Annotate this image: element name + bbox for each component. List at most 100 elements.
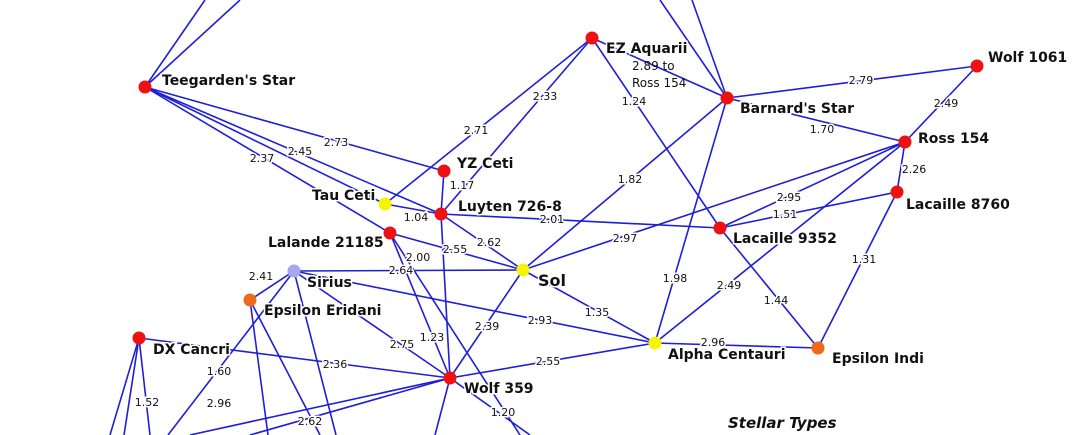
offscreen-link-distance-label: 1.60 [207, 365, 232, 378]
partial-edge-labels-layer: 1.602.961.522.621.20 [133, 364, 517, 430]
edges-layer [138, 37, 978, 379]
link-ross154-sol [522, 141, 906, 271]
link-ross154-lacaille8760 [896, 141, 906, 193]
star-luyten [434, 207, 448, 221]
star-label-barnard: Barnard's Star [740, 101, 854, 117]
star-label-wolf1061: Wolf 1061 [988, 50, 1067, 66]
link-teegarden-lalande [144, 86, 391, 234]
star-yzceti [437, 164, 451, 178]
star-label-teegarden: Teegarden's Star [162, 73, 295, 89]
link-distance-label: 2.55 [443, 243, 468, 256]
star-teegarden [138, 80, 152, 94]
offscreen-link-teegarden-up-a [144, 0, 206, 88]
link-dxcancri-wolf359 [138, 337, 451, 379]
link-distance-label: 2.75 [390, 338, 415, 351]
link-distance-label: 2.79 [849, 74, 874, 87]
star-sirius [287, 264, 301, 278]
offscreen-link-lalande-down [389, 232, 521, 435]
offscreen-link-distance-label: 1.52 [135, 396, 160, 409]
link-alphacen-wolf359 [449, 342, 656, 379]
star-sol [516, 263, 530, 277]
link-distance-label: 2.96 [701, 336, 726, 349]
link-distance-label: 1.04 [404, 211, 429, 224]
link-ross154-lacaille9352 [719, 141, 906, 229]
link-distance-label: 2.73 [324, 136, 349, 149]
link-teegarden-luyten [144, 86, 442, 215]
link-wolf1061-ross154 [904, 65, 978, 143]
link-barnard-sol [522, 97, 728, 271]
star-label-sol: Sol [538, 271, 566, 290]
ez-aquarii-annotation-line1: 2.89 to [632, 59, 675, 73]
link-barnard-alphacen [654, 97, 728, 344]
star-label-ezaquarii: EZ Aquarii [606, 41, 687, 57]
link-ezaquarii-tauceti [384, 37, 593, 205]
link-distance-label: 2.45 [288, 145, 313, 158]
star-label-sirius: Sirius [307, 275, 352, 291]
offscreen-link-epseridani-down-b [249, 299, 269, 435]
link-distance-label: 2.55 [536, 355, 561, 368]
star-epseridani [243, 293, 257, 307]
link-distance-label: 1.82 [618, 173, 643, 186]
link-distance-label: 2.01 [540, 213, 565, 226]
link-ezaquarii-luyten [440, 37, 593, 215]
link-luyten-wolf359 [440, 213, 451, 379]
offscreen-link-wolf359-down-b [449, 377, 531, 435]
link-distance-label: 2.97 [613, 232, 638, 245]
offscreen-link-dxcancri-down-a [123, 337, 140, 435]
offscreen-link-barnard-up-b [691, 0, 728, 99]
offscreen-link-wolf359-down-c [249, 377, 451, 435]
link-luyten-sol [440, 213, 524, 271]
link-distance-label: 2.62 [477, 236, 502, 249]
link-lalande-sol [389, 232, 524, 271]
star-label-tauceti: Tau Ceti [312, 188, 375, 204]
star-label-epsindi: Epsilon Indi [832, 351, 924, 367]
link-distance-label: 1.31 [852, 253, 877, 266]
star-label-alphacen: Alpha Centauri [668, 347, 786, 363]
link-luyten-tauceti [384, 203, 442, 215]
link-distance-label: 1.44 [764, 294, 789, 307]
link-lacaille8760-epsindi [817, 191, 898, 349]
link-barnard-wolf1061 [726, 65, 978, 99]
star-label-epseridani: Epsilon Eridani [264, 303, 381, 319]
offscreen-link-distance-label: 2.62 [298, 415, 323, 428]
link-distance-label: 2.71 [464, 124, 489, 137]
link-sirius-wolf359 [293, 270, 451, 379]
star-dxcancri [132, 331, 146, 345]
link-distance-label: 2.95 [777, 191, 802, 204]
offscreen-link-dxcancri-down-c [109, 337, 140, 435]
link-distance-label: 2.39 [475, 320, 500, 333]
star-label-wolf359: Wolf 359 [464, 381, 534, 397]
star-label-ross154: Ross 154 [918, 131, 989, 147]
star-label-dxcancri: DX Cancri [153, 342, 230, 358]
link-ross154-alphacen [654, 141, 906, 344]
legend-title: Stellar Types [728, 414, 837, 432]
link-distance-label: 1.24 [622, 95, 647, 108]
star-label-lacaille9352: Lacaille 9352 [733, 231, 837, 247]
link-sirius-alphacen [293, 270, 656, 344]
link-lalande-wolf359 [389, 232, 451, 379]
link-sirius-sol [293, 269, 524, 272]
star-lalande [383, 226, 397, 240]
star-epsindi [811, 341, 825, 355]
link-distance-label: 1.35 [585, 306, 610, 319]
link-ezaquarii-barnard [591, 37, 728, 99]
star-label-luyten: Luyten 726-8 [458, 199, 562, 215]
link-distance-label: 1.23 [420, 331, 445, 344]
link-barnard-ross154 [726, 97, 906, 143]
link-distance-label: 2.26 [902, 163, 927, 176]
star-tauceti [378, 197, 392, 211]
link-distance-label: 1.51 [773, 208, 798, 221]
offscreen-link-distance-label: 1.20 [491, 406, 516, 419]
star-ross154 [898, 135, 912, 149]
offscreen-link-barnard-up-a [659, 0, 728, 99]
star-alphacen [648, 336, 662, 350]
offscreen-link-wolf359-down-a [434, 377, 451, 435]
partial-edges-layer [109, 0, 728, 435]
link-lacaille8760-lacaille9352 [719, 191, 898, 229]
link-alphacen-epsindi [654, 342, 819, 349]
link-distance-label: 1.70 [810, 123, 835, 136]
star-ezaquarii [585, 31, 599, 45]
star-barnard [720, 91, 734, 105]
